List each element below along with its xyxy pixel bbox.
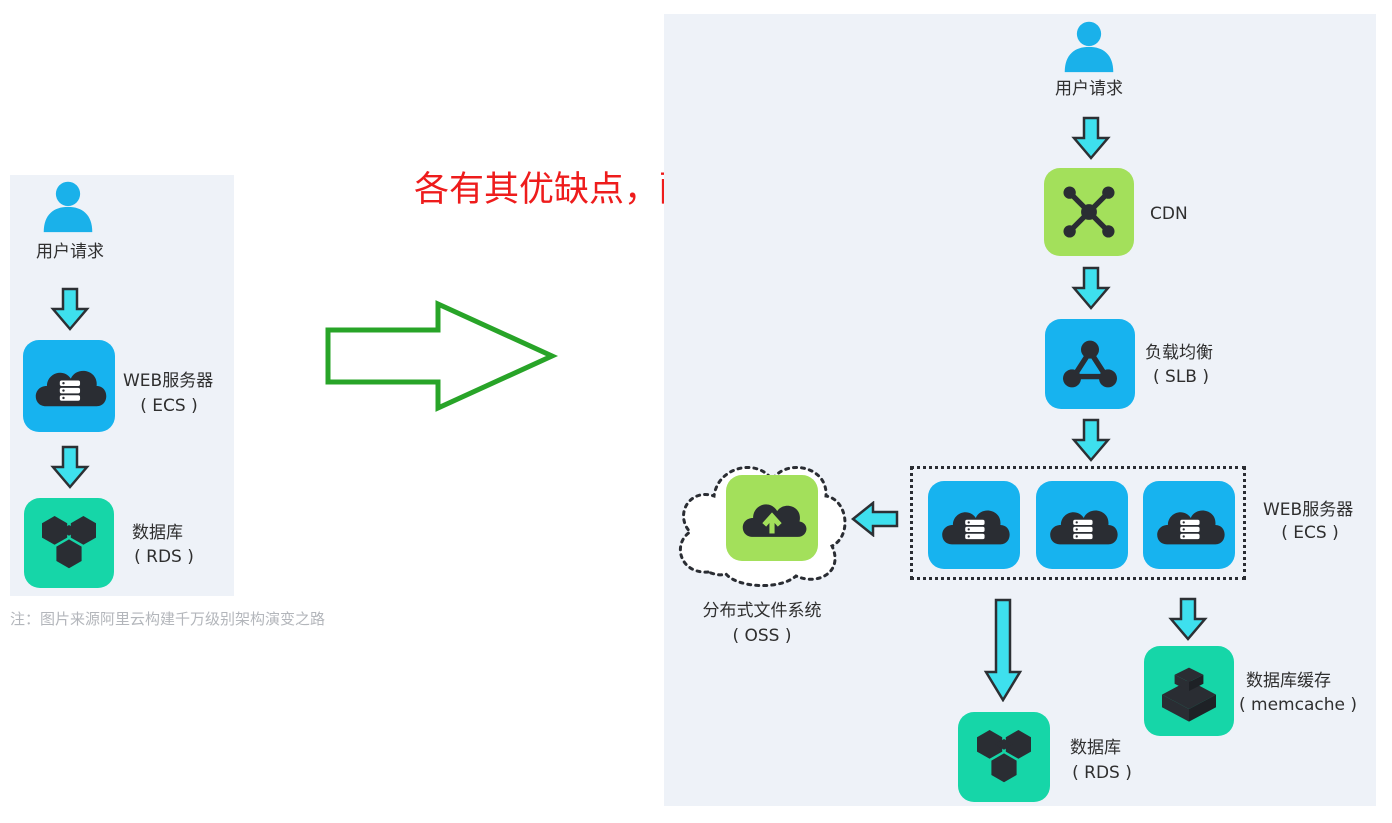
- left-web-server-label: WEB服务器: [123, 371, 214, 391]
- slb-sub-label: ( SLB ): [1153, 367, 1209, 387]
- down-arrow-icon: [50, 445, 90, 489]
- left-arrow-icon: [851, 501, 899, 537]
- cloud-server-icon: [1036, 481, 1128, 569]
- left-user-request-label: 用户请求: [36, 242, 104, 262]
- left-rds-tile: [24, 498, 114, 588]
- cloud-server-icon: [928, 481, 1020, 569]
- cdn-label: CDN: [1150, 204, 1188, 224]
- left-ecs-tile: [23, 340, 115, 432]
- left-database-label: 数据库: [132, 523, 183, 543]
- right-ecs-label: ( ECS ): [1281, 523, 1339, 543]
- cloud-upload-icon: [726, 475, 818, 561]
- load-balancer-icon: [1045, 319, 1135, 409]
- cdn-network-icon: [1044, 168, 1134, 256]
- cache-label: 数据库缓存: [1246, 671, 1331, 691]
- down-arrow-icon: [1168, 597, 1208, 641]
- ecs-tile-1: [928, 481, 1020, 569]
- user-icon: [1061, 18, 1117, 74]
- down-arrow-icon: [983, 598, 1023, 702]
- ecs-cluster-frame: [910, 466, 1246, 580]
- down-arrow-icon: [1071, 266, 1111, 310]
- right-database-label: 数据库: [1070, 738, 1121, 758]
- ecs-tile-2: [1036, 481, 1128, 569]
- cache-sub-label: ( memcache ): [1239, 695, 1357, 715]
- source-note: 注：图片来源阿里云构建千万级别架构演变之路: [10, 610, 326, 628]
- cdn-tile: [1044, 168, 1134, 256]
- user-icon: [40, 178, 96, 234]
- cloud-server-icon: [1143, 481, 1235, 569]
- right-rds-label: ( RDS ): [1072, 763, 1132, 783]
- down-arrow-icon: [1071, 116, 1111, 160]
- right-web-server-label: WEB服务器: [1263, 500, 1354, 520]
- left-ecs-label: ( ECS ): [140, 396, 198, 416]
- right-outline-arrow-icon: [325, 300, 559, 412]
- cache-tile: [1144, 646, 1234, 736]
- right-user-request-label: 用户请求: [1055, 79, 1123, 99]
- ecs-tile-3: [1143, 481, 1235, 569]
- cache-box-icon: [1144, 646, 1234, 736]
- slb-label: 负载均衡: [1145, 343, 1213, 363]
- database-hex-icon: [958, 712, 1050, 802]
- oss-tile: [726, 475, 818, 561]
- right-rds-tile: [958, 712, 1050, 802]
- oss-label: 分布式文件系统: [702, 601, 822, 621]
- cloud-server-icon: [23, 340, 115, 432]
- down-arrow-icon: [1071, 418, 1111, 462]
- down-arrow-icon: [50, 287, 90, 331]
- slb-tile: [1045, 319, 1135, 409]
- database-hex-icon: [24, 498, 114, 588]
- left-rds-label: ( RDS ): [134, 547, 194, 567]
- oss-sub-label: ( OSS ): [732, 626, 792, 646]
